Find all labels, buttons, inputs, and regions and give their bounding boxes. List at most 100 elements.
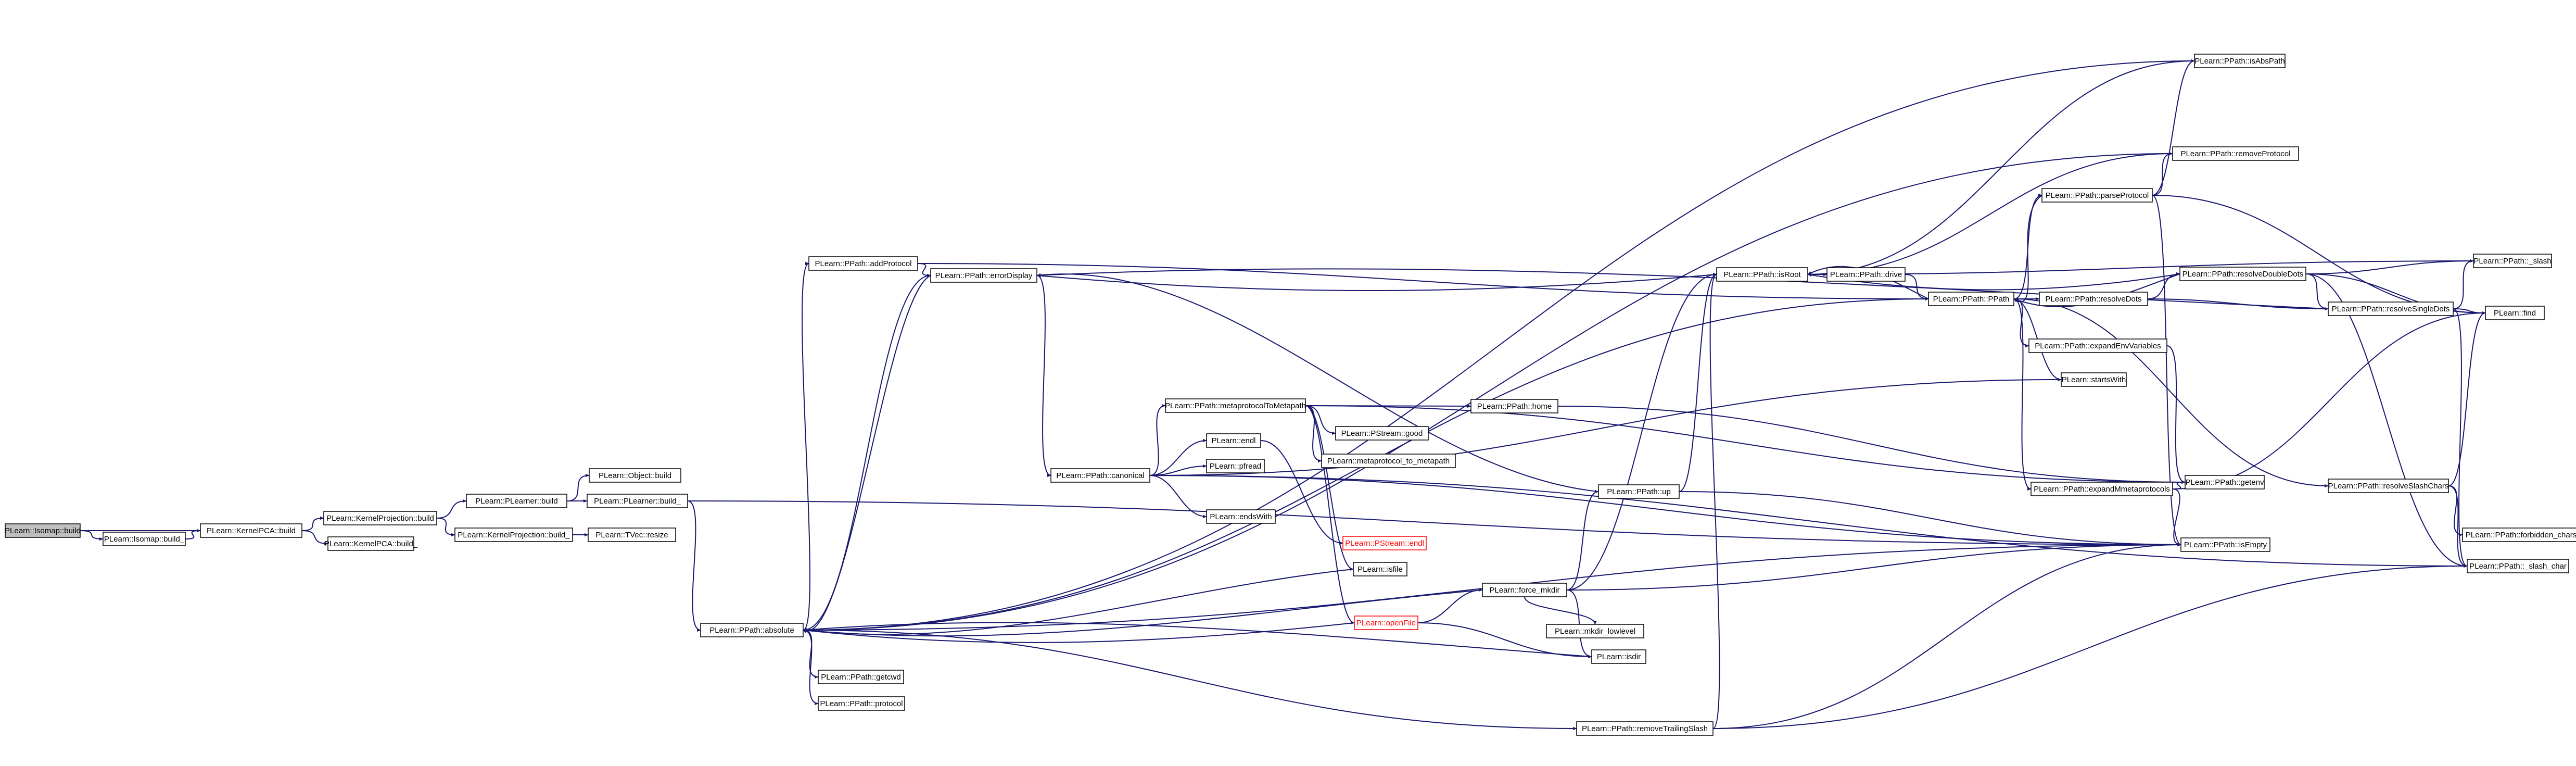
node-box[interactable]: [2185, 475, 2265, 489]
node-getenv[interactable]: PLearn::PPath::getenv: [2185, 475, 2265, 489]
node-pfread[interactable]: PLearn::pfread: [1206, 459, 1265, 473]
node-box[interactable]: [2328, 302, 2454, 316]
node-box[interactable]: [1716, 267, 1808, 282]
node-box[interactable]: [323, 511, 437, 525]
node-box[interactable]: [589, 468, 681, 483]
node-isomap_build_[interactable]: PLearn::Isomap::build_: [103, 532, 186, 546]
node-box[interactable]: [2039, 292, 2148, 306]
node-box[interactable]: [454, 528, 573, 542]
node-pstream_endl[interactable]: PLearn::PStream::endl: [1342, 536, 1427, 550]
node-isfile[interactable]: PLearn::isfile: [1353, 562, 1407, 576]
node-box[interactable]: [2328, 479, 2449, 493]
node-resolveslash[interactable]: PLearn::PPath::resolveSlashChars: [2328, 479, 2449, 493]
node-box[interactable]: [2179, 267, 2306, 281]
node-box[interactable]: [2041, 188, 2153, 203]
node-kpca_build_[interactable]: PLearn::KernelPCA::build_: [324, 536, 418, 551]
node-isroot[interactable]: PLearn::PPath::isRoot: [1716, 267, 1808, 282]
node-box[interactable]: [1482, 583, 1567, 597]
node-box[interactable]: [818, 696, 905, 711]
node-endswith[interactable]: PLearn::endsWith: [1206, 509, 1276, 524]
node-find[interactable]: PLearn::find: [2485, 306, 2545, 320]
node-mkdir_lowlevel[interactable]: PLearn::mkdir_lowlevel: [1546, 624, 1644, 638]
node-box[interactable]: [808, 256, 918, 271]
node-isempty[interactable]: PLearn::PPath::isEmpty: [2180, 537, 2270, 552]
node-plearner_build[interactable]: PLearn::PLearner::build: [466, 494, 567, 508]
node-box[interactable]: [1826, 267, 1906, 282]
node-startswith[interactable]: PLearn::startsWith: [2061, 372, 2127, 387]
node-box[interactable]: [327, 536, 414, 551]
node-resolvesingle[interactable]: PLearn::PPath::resolveSingleDots: [2328, 302, 2454, 316]
node-parseprotocol[interactable]: PLearn::PPath::parseProtocol: [2041, 188, 2153, 203]
node-box[interactable]: [1354, 616, 1418, 630]
node-pstream_good[interactable]: PLearn::PStream::good: [1335, 426, 1429, 441]
node-errordisplay[interactable]: PLearn::PPath::errorDisplay: [930, 268, 1037, 283]
node-metaprotocol[interactable]: PLearn::PPath::metaprotocolToMetapath: [1165, 398, 1306, 413]
node-box[interactable]: [2031, 482, 2173, 496]
node-box[interactable]: [1470, 399, 1558, 413]
node-box[interactable]: [1206, 433, 1261, 448]
node-box[interactable]: [1591, 649, 1646, 664]
node-box[interactable]: [2467, 559, 2569, 573]
node-expandmeta[interactable]: PLearn::PPath::expandMmetaprotocols: [2031, 482, 2173, 496]
node-removeprotocol[interactable]: PLearn::PPath::removeProtocol: [2172, 146, 2299, 161]
node-box[interactable]: [466, 494, 567, 508]
node-protocol[interactable]: PLearn::PPath::protocol: [818, 696, 905, 711]
node-box[interactable]: [2473, 254, 2552, 268]
node-box[interactable]: [2462, 528, 2576, 542]
node-box[interactable]: [1050, 468, 1150, 483]
node-box[interactable]: [2194, 54, 2286, 68]
node-kproj_build[interactable]: PLearn::KernelProjection::build: [323, 511, 437, 525]
node-box[interactable]: [2180, 537, 2270, 552]
node-box[interactable]: [1353, 562, 1407, 576]
node-object_build[interactable]: PLearn::Object::build: [589, 468, 681, 483]
node-resolvedots[interactable]: PLearn::PPath::resolveDots: [2039, 292, 2148, 306]
node-addprotocol[interactable]: PLearn::PPath::addProtocol: [808, 256, 918, 271]
node-box[interactable]: [930, 268, 1037, 283]
node-box[interactable]: [1165, 398, 1306, 413]
node-up[interactable]: PLearn::PPath::up: [1598, 484, 1680, 499]
node-removetrailing[interactable]: PLearn::PPath::removeTrailingSlash: [1576, 721, 1714, 736]
node-home[interactable]: PLearn::PPath::home: [1470, 399, 1558, 413]
node-canonical[interactable]: PLearn::PPath::canonical: [1050, 468, 1150, 483]
node-box[interactable]: [5, 523, 81, 538]
node-box[interactable]: [2061, 372, 2127, 387]
node-openfile[interactable]: PLearn::openFile: [1354, 616, 1418, 630]
node-plearner_build_[interactable]: PLearn::PLearner::build_: [587, 494, 688, 508]
node-box[interactable]: [103, 532, 186, 546]
node-ppath[interactable]: PLearn::PPath::PPath: [1928, 292, 2014, 306]
node-box[interactable]: [1928, 292, 2014, 306]
node-box[interactable]: [1335, 426, 1429, 441]
node-isdir[interactable]: PLearn::isdir: [1591, 649, 1646, 664]
node-box[interactable]: [2172, 146, 2299, 161]
node-isomap_build[interactable]: PLearn::Isomap::build: [5, 523, 81, 538]
node-force_mkdir[interactable]: PLearn::force_mkdir: [1482, 583, 1567, 597]
node-tvec_resize[interactable]: PLearn::TVec::resize: [588, 528, 676, 542]
node-isabspath[interactable]: PLearn::PPath::isAbsPath: [2194, 54, 2286, 68]
node-box[interactable]: [1206, 459, 1265, 473]
node-drive[interactable]: PLearn::PPath::drive: [1826, 267, 1906, 282]
node-getcwd[interactable]: PLearn::PPath::getcwd: [818, 670, 904, 684]
node-kpca_build[interactable]: PLearn::KernelPCA::build: [200, 523, 302, 538]
node-box[interactable]: [588, 528, 676, 542]
node-box[interactable]: [1342, 536, 1427, 550]
node-kproj_build_[interactable]: PLearn::KernelProjection::build_: [454, 528, 573, 542]
node-box[interactable]: [2485, 306, 2545, 320]
node-slash_char[interactable]: PLearn::PPath::_slash_char: [2467, 559, 2569, 573]
node-expandenv[interactable]: PLearn::PPath::expandEnvVariables: [2028, 338, 2167, 353]
node-box[interactable]: [200, 523, 302, 538]
node-box[interactable]: [1576, 721, 1714, 736]
node-resolvedouble[interactable]: PLearn::PPath::resolveDoubleDots: [2179, 267, 2306, 281]
node-slash[interactable]: PLearn::PPath::_slash: [2473, 254, 2552, 268]
node-box[interactable]: [1546, 624, 1644, 638]
node-absolute[interactable]: PLearn::PPath::absolute: [700, 623, 804, 637]
node-box[interactable]: [1206, 509, 1276, 524]
node-box[interactable]: [818, 670, 904, 684]
node-forbidden[interactable]: PLearn::PPath::forbidden_chars: [2462, 528, 2576, 542]
node-mp_to_mp[interactable]: PLearn::metaprotocol_to_metapath: [1321, 454, 1456, 468]
node-box[interactable]: [2028, 338, 2167, 353]
node-box[interactable]: [587, 494, 688, 508]
node-box[interactable]: [1321, 454, 1456, 468]
node-box[interactable]: [700, 623, 804, 637]
node-endl[interactable]: PLearn::endl: [1206, 433, 1261, 448]
node-box[interactable]: [1598, 484, 1680, 499]
